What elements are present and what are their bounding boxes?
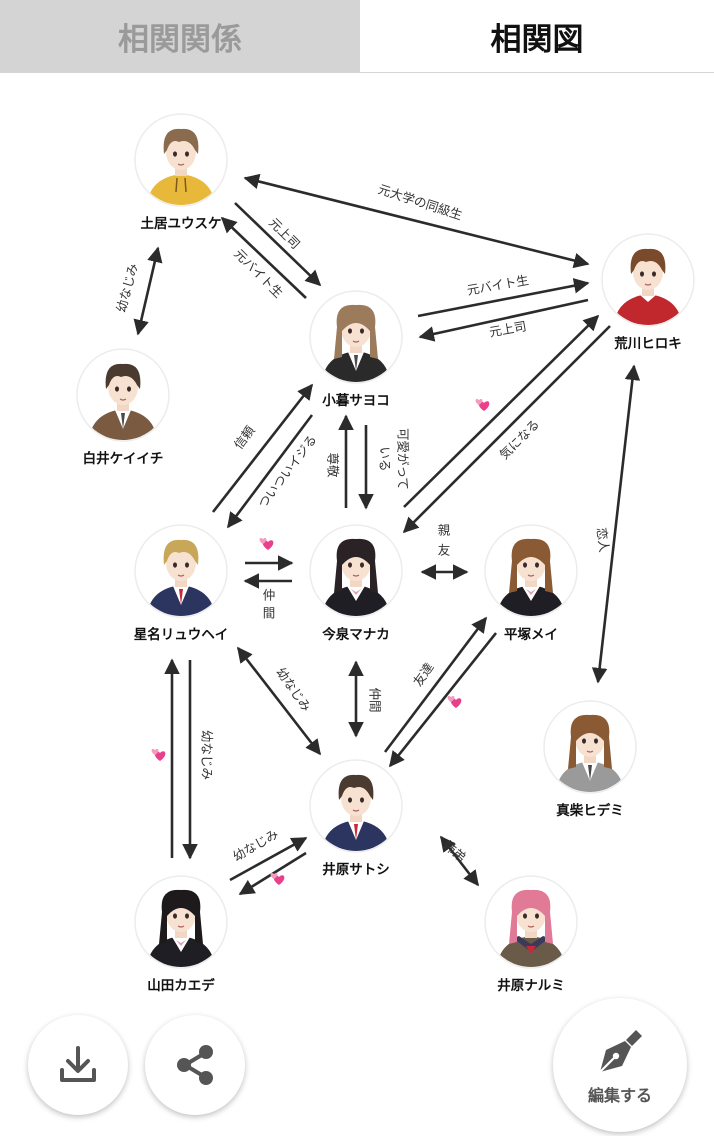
download-button[interactable] [28, 1015, 128, 1115]
person-name: 山田カエデ [147, 977, 215, 994]
person-node-narumi[interactable]: 井原ナルミ [484, 875, 578, 994]
relation-arrow [383, 616, 488, 753]
heart-icon [151, 748, 159, 755]
avatar [147, 539, 215, 616]
person-name: 荒川ヒロキ [613, 335, 682, 352]
person-node-keiichi[interactable]: 白井ケイイチ [76, 348, 170, 467]
avatar [89, 363, 157, 440]
person-node-hidemi[interactable]: 真柴ヒデミ [543, 700, 637, 819]
avatar [556, 714, 624, 792]
relation-arrow [591, 364, 641, 684]
relation-arrow [418, 298, 589, 342]
relation-label: 幼なじみ [113, 262, 140, 314]
relation-label: 仲 [263, 588, 276, 603]
relation-label: 親 [438, 523, 451, 538]
person-node-yusuke[interactable]: 土居ユウスケ [134, 113, 228, 232]
edit-button-label: 編集する [587, 1086, 652, 1105]
relation-label: 元上司 [266, 215, 303, 252]
avatar [322, 304, 390, 382]
person-name: 星名リュウヘイ [134, 626, 229, 643]
heart-icon [450, 698, 462, 708]
relation-label: 元バイト生 [466, 272, 530, 298]
relation-arrow [236, 646, 322, 756]
avatar [322, 538, 390, 616]
relationship-diagram: 元大学の同級生元上司元バイト生幼なじみ元バイト生元上司信頼ついついイジる尊敬可愛… [76, 113, 695, 994]
relation-arrow [211, 383, 314, 513]
pen-nib-icon [599, 1030, 642, 1073]
person-name: 白井ケイイチ [83, 450, 164, 467]
person-node-hiroki[interactable]: 荒川ヒロキ [601, 233, 695, 352]
relation-arrow [133, 246, 163, 336]
person-name: 真柴ヒデミ [556, 802, 624, 819]
heart-icon [475, 398, 483, 405]
share-button[interactable] [145, 1015, 245, 1115]
avatar [147, 889, 215, 967]
person-node-manaka[interactable]: 今泉マナカ [309, 524, 403, 643]
share-icon [177, 1045, 213, 1085]
person-name: 井原ナルミ [497, 977, 565, 994]
heart-icon [478, 401, 490, 411]
relation-arrow [388, 632, 498, 768]
relation-label: 幼なじみ [200, 730, 215, 780]
tab-bar: 相関関係 相関図 [0, 0, 714, 73]
relation-label: 信頼 [231, 423, 258, 452]
relation-label: 尊敬 [326, 452, 341, 478]
avatar [614, 248, 682, 325]
relation-label: 気になる [496, 416, 542, 462]
avatar [497, 538, 565, 616]
relation-arrow [417, 278, 590, 318]
relation-arrow [226, 414, 314, 529]
relation-arrow [439, 835, 480, 887]
relation-label: 恋人 [594, 527, 612, 554]
relation-label: 元上司 [488, 318, 528, 339]
relation-arrow [234, 202, 322, 287]
edit-button[interactable]: 編集する [553, 998, 687, 1132]
download-icon [60, 1046, 96, 1082]
person-node-sayoko[interactable]: 小暮サヨコ [309, 290, 403, 409]
person-name: 小暮サヨコ [322, 392, 390, 409]
person-node-ryuhei[interactable]: 星名リュウヘイ [134, 524, 229, 643]
person-node-mei[interactable]: 平塚メイ [484, 524, 578, 643]
tab-relationship-chart[interactable]: 相関図 [360, 0, 714, 72]
relation-label: いる [378, 446, 393, 471]
avatar [322, 774, 390, 851]
relation-arrow [220, 216, 307, 299]
relation-arrow [229, 836, 308, 882]
heart-icon [259, 537, 267, 544]
relation-arrow [402, 325, 611, 534]
tab-relationships[interactable]: 相関関係 [0, 0, 360, 72]
relation-label: 元大学の同級生 [376, 181, 464, 222]
heart-icon [262, 540, 274, 550]
relation-label: 友達 [410, 659, 437, 688]
heart-icon [273, 875, 285, 885]
relation-label: 幼なじみ [230, 826, 281, 864]
person-node-kaede[interactable]: 山田カエデ [134, 875, 228, 994]
relation-label: 仲間 [368, 687, 383, 712]
heart-icon [447, 695, 455, 702]
person-name: 土居ユウスケ [141, 215, 222, 232]
relation-label: 間 [263, 606, 276, 621]
relation-arrow [243, 173, 590, 269]
person-name: 井原サトシ [322, 861, 390, 878]
relation-arrow [403, 314, 600, 508]
relation-label: 幼なじみ [273, 665, 314, 715]
avatar [497, 889, 565, 967]
heart-icon [154, 751, 166, 761]
heart-icon [270, 872, 278, 879]
relation-label: 友 [438, 543, 451, 558]
relation-label: 可愛がって [396, 428, 411, 490]
person-name: 今泉マナカ [322, 626, 390, 643]
person-name: 平塚メイ [504, 627, 558, 643]
avatar [147, 128, 215, 205]
person-node-satoshi[interactable]: 井原サトシ [309, 759, 403, 878]
